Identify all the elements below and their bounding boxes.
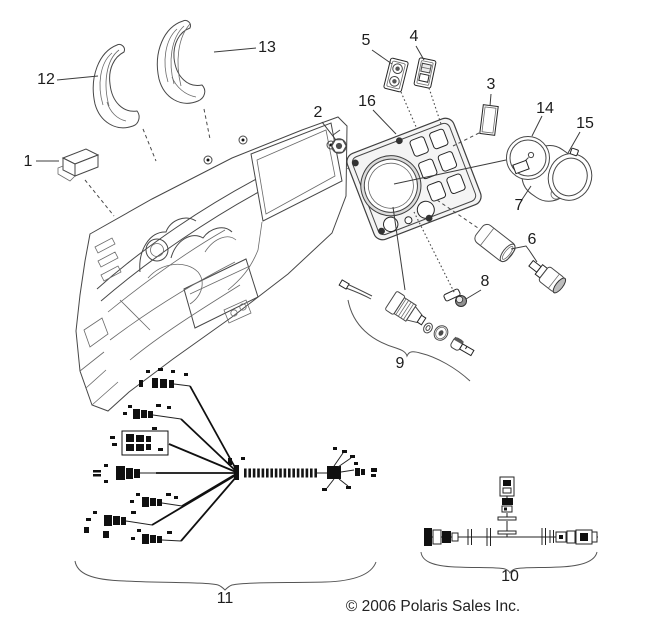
harness-connector-row-d [93,464,156,483]
part-6-accessory-plug [528,259,567,294]
part-2-nut [331,138,347,154]
part-16-instrument-panel [346,117,482,241]
key-drawing [450,336,475,357]
callout-5: 5 [362,32,371,49]
assembly-line-3 [452,132,480,147]
harness-connector-row-f [84,511,153,533]
brace-11 [74,560,377,591]
callout-16: 16 [358,93,376,110]
harness-connector-row-c [110,427,169,456]
leader-4 [415,45,425,61]
part-5-switch-panel [383,57,409,93]
callout-11: 11 [217,590,234,607]
leader-5 [371,49,393,65]
part-14-fuel-gauge [506,136,550,180]
panel-corner-screws [351,137,433,235]
leader-lines [36,45,581,300]
leader-2 [321,121,337,141]
harness-connector-row-g [103,529,182,544]
harness-right-connector [322,447,377,491]
leader-12 [56,75,99,81]
leader-13 [213,47,257,53]
leader-3 [489,93,492,107]
part-12-handle-trim [92,44,140,129]
part-9-ignition-switch-assembly [338,279,475,357]
callout-7: 7 [515,197,524,214]
callout-10: 10 [501,568,519,585]
part-10-jumper-harness [424,476,598,546]
callout-3: 3 [487,76,496,93]
callout-15: 15 [576,115,594,132]
assembly-line-gauge [393,159,507,185]
assembly-line-6 [436,199,479,229]
fuel-pump-icon [512,151,535,175]
callout-4: 4 [410,28,419,45]
assembly-line-1 [84,179,115,217]
harness-connector-row-e [130,493,183,507]
callout-labels: 1 2 3 4 5 6 7 8 9 10 11 12 13 14 15 16 [24,28,594,607]
part-8-screw [443,288,467,307]
part-4-rocker-switch [413,57,437,89]
leader-7 [520,185,532,202]
part-11-main-harness [84,368,377,544]
harness-connector-row-b [123,404,182,420]
callout-8: 8 [481,273,490,290]
assembly-line-12 [142,128,157,162]
callout-9: 9 [396,355,405,372]
part-15-retainer-cup [547,147,593,201]
dashboard-body-drawing [75,116,359,412]
assembly-line-5 [400,91,418,130]
part-1-pad [57,148,100,182]
part-13-handle-trim [156,20,206,104]
assembly-line-8 [413,211,456,295]
callout-1: 1 [24,153,33,170]
leader-16 [372,109,397,135]
leader-14 [531,115,543,137]
leader-8 [465,289,482,300]
part-6-accessory-outlet [474,223,516,263]
callout-6: 6 [528,231,537,248]
leader-15 [567,131,581,154]
assembly-line-9 [392,206,406,291]
assembly-line-13 [203,108,211,140]
brace-10 [420,551,598,575]
callout-13: 13 [258,39,276,56]
callout-14: 14 [536,100,554,117]
callout-2: 2 [314,104,323,121]
copyright-text: © 2006 Polaris Sales Inc. [346,598,520,615]
brace-9 [347,299,471,382]
assembly-line-4 [428,87,442,125]
harness-connector-row-a [139,368,191,388]
part-3-plate [479,104,499,136]
callout-12: 12 [37,71,55,88]
leader-6 [510,245,538,263]
